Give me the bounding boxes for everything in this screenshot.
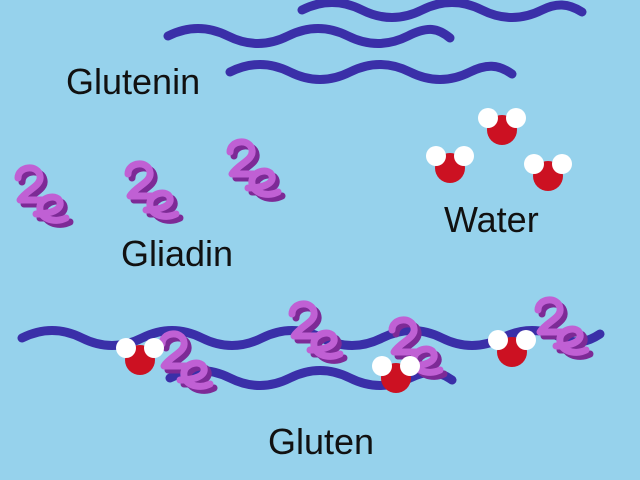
water-molecule (488, 330, 536, 367)
gluten-label: Gluten (268, 421, 375, 462)
glutenin-group (163, 0, 587, 84)
gliadin-molecule (18, 168, 70, 224)
water-molecule (478, 108, 526, 145)
gliadin-molecule (538, 300, 590, 356)
glutenin-strand (225, 60, 517, 84)
gluten-network (17, 300, 605, 393)
gliadin-molecule (230, 142, 282, 198)
gliadin-group (18, 142, 282, 224)
water-molecule (524, 154, 572, 191)
glutenin-strand (297, 0, 587, 22)
water-group (426, 108, 572, 191)
glutenin-label: Glutenin (66, 61, 201, 102)
water-molecule (116, 338, 164, 375)
gliadin-molecule (292, 304, 344, 360)
glutenin-strand (163, 24, 455, 48)
water-molecule (372, 356, 420, 393)
water-molecule (426, 146, 474, 183)
gliadin-molecule (128, 164, 180, 220)
gliadin-label: Gliadin (121, 233, 234, 274)
water-label: Water (444, 199, 539, 240)
